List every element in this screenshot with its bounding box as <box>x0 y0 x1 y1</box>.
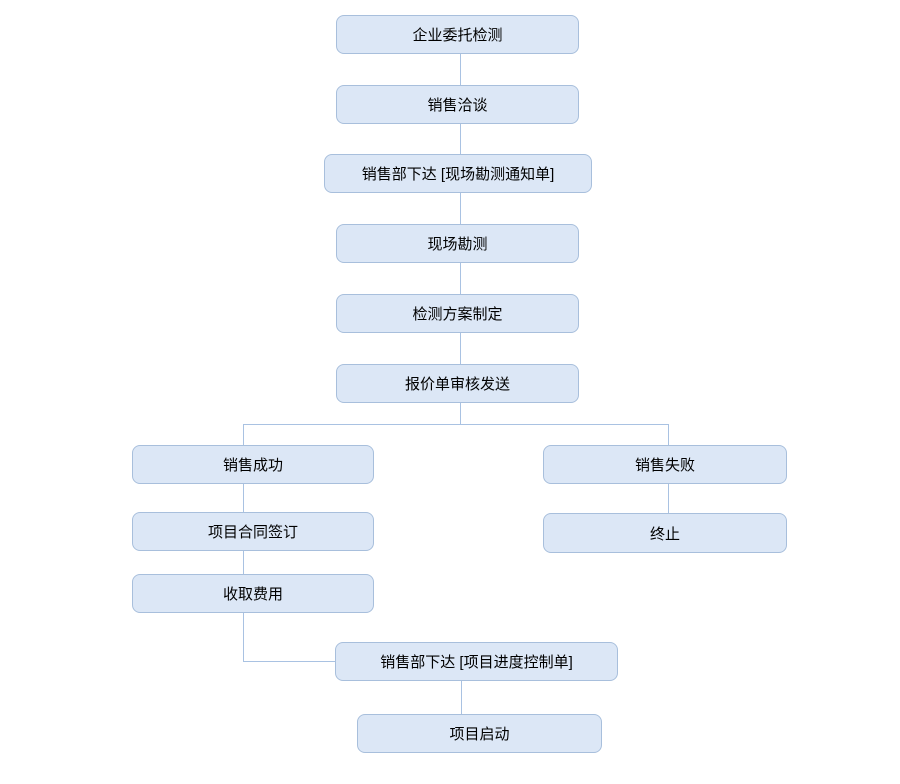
node-label: 销售失败 <box>634 457 695 474</box>
flow-node-survey-notice: 销售部下达 [现场勘测通知单] <box>324 154 592 193</box>
node-label: 销售部下达 [现场勘测通知单] <box>361 166 555 183</box>
node-label: 报价单审核发送 <box>404 376 510 393</box>
node-label: 销售成功 <box>222 457 283 474</box>
flow-node-project-launch: 项目启动 <box>357 714 602 753</box>
connector-fees-to-control <box>243 613 335 662</box>
node-label: 收取费用 <box>222 586 283 603</box>
node-label: 项目合同签订 <box>207 524 298 541</box>
flow-node-quotation-review: 报价单审核发送 <box>336 364 579 403</box>
flow-node-collect-fees: 收取费用 <box>132 574 374 613</box>
flow-node-sales-success: 销售成功 <box>132 445 374 484</box>
flow-node-sales-failure: 销售失败 <box>543 445 787 484</box>
flow-node-sales-negotiation: 销售洽谈 <box>336 85 579 124</box>
flow-node-progress-control: 销售部下达 [项目进度控制单] <box>335 642 618 681</box>
node-label: 现场勘测 <box>427 236 488 253</box>
node-label: 项目启动 <box>449 726 510 743</box>
flow-node-enterprise-commission: 企业委托检测 <box>336 15 579 54</box>
flow-node-site-survey: 现场勘测 <box>336 224 579 263</box>
flow-node-terminate: 终止 <box>543 513 787 553</box>
flow-node-contract-signing: 项目合同签订 <box>132 512 374 551</box>
flow-node-test-plan: 检测方案制定 <box>336 294 579 333</box>
node-label: 销售部下达 [项目进度控制单] <box>380 654 573 671</box>
connector-branch <box>243 424 669 445</box>
node-label: 企业委托检测 <box>412 27 503 44</box>
node-label: 检测方案制定 <box>412 306 503 323</box>
node-label: 终止 <box>649 525 680 543</box>
node-label: 销售洽谈 <box>427 97 488 114</box>
